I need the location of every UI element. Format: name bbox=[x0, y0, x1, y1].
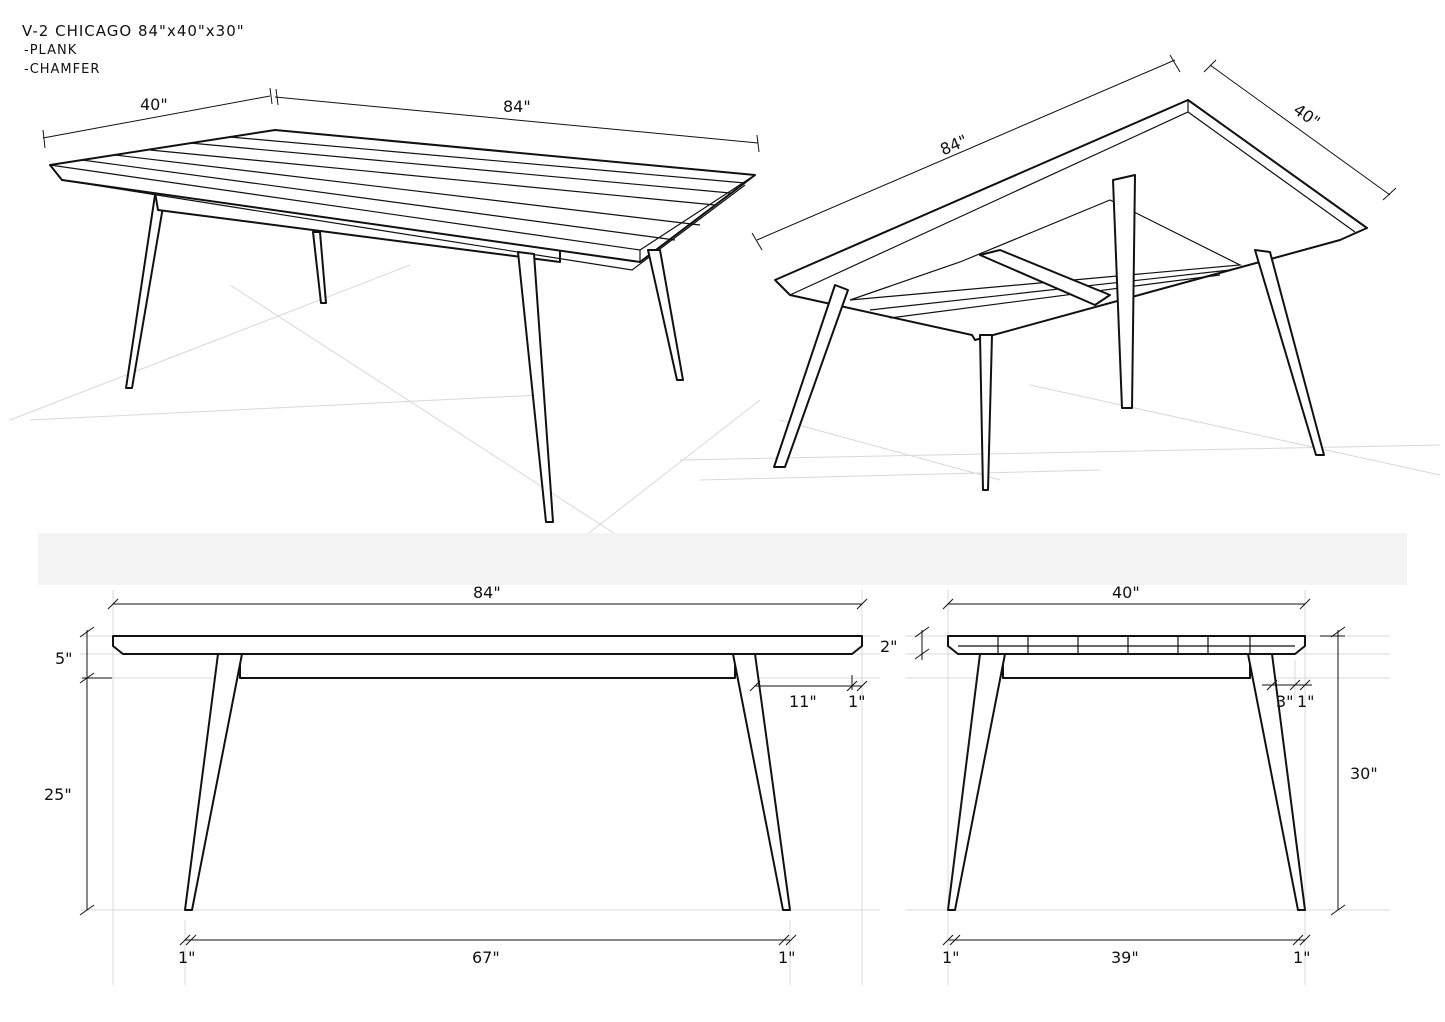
front-foot-right-label: 1" bbox=[778, 948, 796, 967]
note-chamfer: -CHAMFER bbox=[24, 62, 100, 77]
front-apron bbox=[239, 653, 736, 679]
leg-back-left bbox=[125, 194, 166, 389]
top-view-length-label: 84" bbox=[503, 97, 531, 116]
front-foot-left-label: 1" bbox=[178, 948, 196, 967]
side-top-thickness-label: 2" bbox=[880, 637, 898, 656]
leg-back-right bbox=[312, 231, 327, 304]
leg-back bbox=[1112, 174, 1136, 409]
side-foot-span-label: 39" bbox=[1111, 948, 1139, 967]
side-foot-right-label: 1" bbox=[1293, 948, 1311, 967]
tabletop bbox=[49, 129, 756, 263]
front-length-label: 84" bbox=[473, 583, 501, 602]
brace bbox=[979, 249, 1111, 306]
front-elevation: 84" 5" 25" 11" 1" 1" 67" 1" bbox=[44, 583, 880, 985]
front-foot-span-label: 67" bbox=[472, 948, 500, 967]
front-tabletop bbox=[112, 635, 863, 655]
front-leg-right bbox=[732, 653, 791, 911]
side-apron bbox=[1002, 653, 1251, 679]
front-overhang-label: 1" bbox=[848, 692, 866, 711]
perspective-under-view: 84" 40" bbox=[679, 54, 1441, 491]
side-foot-left-label: 1" bbox=[942, 948, 960, 967]
side-overhang-label: 1" bbox=[1297, 692, 1315, 711]
tabletop-underside bbox=[774, 99, 1368, 341]
title-block: V-2 CHICAGO 84"x40"x30" -PLANK -CHAMFER bbox=[22, 22, 245, 77]
front-top-thickness-label: 5" bbox=[55, 649, 73, 668]
note-plank: -PLANK bbox=[24, 43, 77, 58]
side-height-label: 30" bbox=[1350, 764, 1378, 783]
front-leg-inset-label: 11" bbox=[789, 692, 817, 711]
perspective-top-view: 40" 84" bbox=[9, 87, 761, 551]
drawing-title: V-2 CHICAGO 84"x40"x30" bbox=[22, 22, 245, 40]
leg-left bbox=[773, 284, 849, 468]
top-view-width-label: 40" bbox=[140, 95, 168, 114]
leg-right bbox=[1254, 249, 1325, 456]
side-width-label: 40" bbox=[1112, 583, 1140, 602]
side-leg-right bbox=[1247, 653, 1306, 911]
side-elevation: 40" 2" 3" 1" 30" 1" 39" 1" bbox=[880, 583, 1390, 985]
separator-band bbox=[38, 533, 1407, 585]
side-leg-left bbox=[947, 653, 1006, 911]
side-leg-inset-label: 3" bbox=[1276, 692, 1294, 711]
front-leg-left bbox=[184, 653, 243, 911]
leg-front-right bbox=[647, 249, 684, 381]
front-leg-height-label: 25" bbox=[44, 785, 72, 804]
leg-front-left bbox=[517, 251, 554, 523]
side-tabletop bbox=[947, 635, 1306, 655]
leg-front bbox=[979, 334, 993, 491]
under-view-length-label: 84" bbox=[937, 131, 970, 159]
